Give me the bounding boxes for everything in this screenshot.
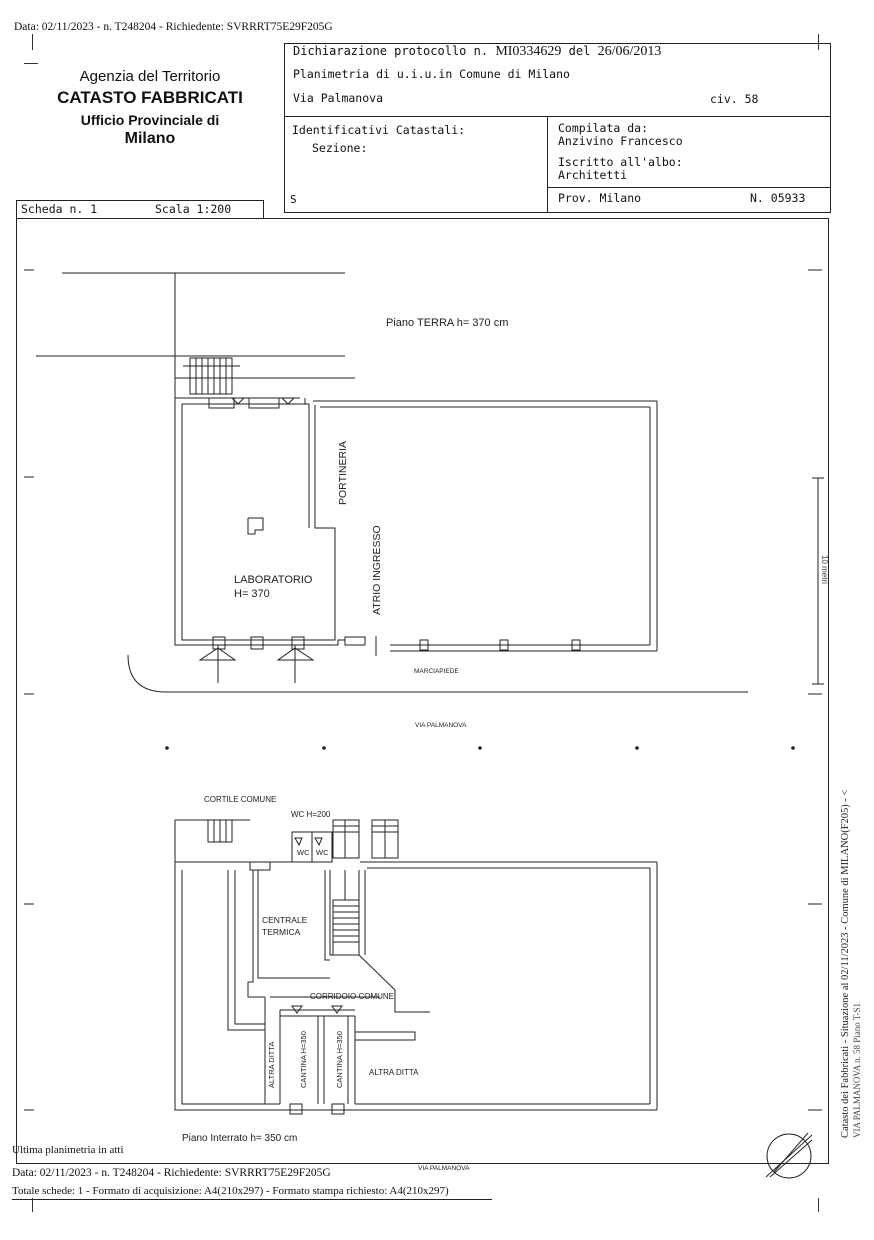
label-altra-ditta-vertical: ALTRA DITTA xyxy=(267,1042,276,1088)
albo-value: Architetti xyxy=(558,168,628,182)
label-via-palmanova: VIA PALMANOVA xyxy=(415,722,467,729)
agency-block: Agenzia del Territorio CATASTO FABBRICAT… xyxy=(20,68,280,148)
divider xyxy=(547,116,548,212)
side-address-text: VIA PALMANOVA n. 58 Piano T-S1 xyxy=(852,1003,862,1138)
crop-mark xyxy=(818,34,819,50)
declaration-label: Dichiarazione protocollo n. xyxy=(293,44,489,58)
declaration-line: Dichiarazione protocollo n. MI0334629 de… xyxy=(293,44,661,60)
label-wc-1: WC xyxy=(297,848,310,857)
footer-data: Data: 02/11/2023 - n. T248204 - Richiede… xyxy=(12,1167,331,1179)
label-piano-interrato: Piano Interrato h= 350 cm xyxy=(182,1133,297,1144)
drawing-frame xyxy=(16,218,829,1164)
declaration-date: 26/06/2013 xyxy=(597,44,662,59)
divider xyxy=(547,187,830,188)
label-cantina-2: CANTINA H=350 xyxy=(335,1031,344,1088)
label-centrale: CENTRALE xyxy=(262,915,308,925)
label-via-palmanova-2: VIA PALMANOVA xyxy=(418,1165,470,1172)
compilata-label: Compilata da: xyxy=(558,121,649,135)
label-cantina-1: CANTINA H=350 xyxy=(299,1031,308,1088)
compilata-block: Compilata da: Anzivino Francesco Iscritt… xyxy=(558,122,683,182)
label-corridoio: CORRIDOIO COMUNE xyxy=(310,992,394,1001)
label-termica: TERMICA xyxy=(262,927,301,937)
declaration-number: MI0334629 xyxy=(495,44,562,59)
planimetria-line: Planimetria di u.i.u.in Comune di Milano xyxy=(293,67,570,81)
crop-mark xyxy=(32,34,33,50)
address-street: Via Palmanova xyxy=(293,91,384,105)
declaration-del: del xyxy=(568,44,591,58)
sezione-label: Sezione: xyxy=(312,141,368,155)
side-catasto-text: Catasto dei Fabbricati - Situazione al 0… xyxy=(840,789,851,1138)
declaration-box xyxy=(284,43,831,213)
footer-totale: Totale schede: 1 - Formato di acquisizio… xyxy=(12,1185,449,1197)
divider xyxy=(284,116,830,117)
footer-ultima: Ultima planimetria in atti xyxy=(12,1144,124,1156)
label-portineria: PORTINERIA xyxy=(337,441,349,505)
footer-rule xyxy=(12,1199,492,1200)
identificativi-title: Identificativi Catastali: xyxy=(292,123,466,137)
label-cortile: CORTILE COMUNE xyxy=(204,795,276,804)
office-label: Ufficio Provinciale di xyxy=(80,112,220,128)
iscritto-label: Iscritto all'albo: xyxy=(558,155,683,169)
label-wc-2: WC xyxy=(316,848,329,857)
crop-mark xyxy=(24,63,38,64)
address-civ: civ. 58 xyxy=(710,92,759,106)
label-piano-terra: Piano TERRA h= 370 cm xyxy=(386,317,508,329)
crop-mark xyxy=(32,1198,33,1212)
label-wc-height: WC H=200 xyxy=(291,810,331,819)
label-atrio: ATRIO INGRESSO xyxy=(371,525,383,615)
catasto-title: CATASTO FABBRICATI xyxy=(57,88,243,107)
scheda-label: Scheda n. 1 xyxy=(21,202,98,216)
label-laboratorio: LABORATORIO xyxy=(234,574,313,586)
scala-label: Scala 1:200 xyxy=(155,202,232,216)
identificativi-s: S xyxy=(290,193,297,206)
albo-number: N. 05933 xyxy=(750,191,806,205)
header-request-line: Data: 02/11/2023 - n. T248204 - Richiede… xyxy=(14,21,333,33)
agency-name: Agenzia del Territorio xyxy=(79,68,221,85)
label-laboratorio-h: H= 370 xyxy=(234,588,270,600)
crop-mark xyxy=(818,1198,819,1212)
compilata-name: Anzivino Francesco xyxy=(558,134,683,148)
scale-bar-label: 10 metri xyxy=(820,555,829,584)
label-marciapiede: MARCIAPIEDE xyxy=(414,668,459,675)
prov-label: Prov. Milano xyxy=(558,191,642,205)
office-city: Milano xyxy=(124,130,176,147)
label-altra-ditta: ALTRA DITTA xyxy=(369,1068,419,1077)
